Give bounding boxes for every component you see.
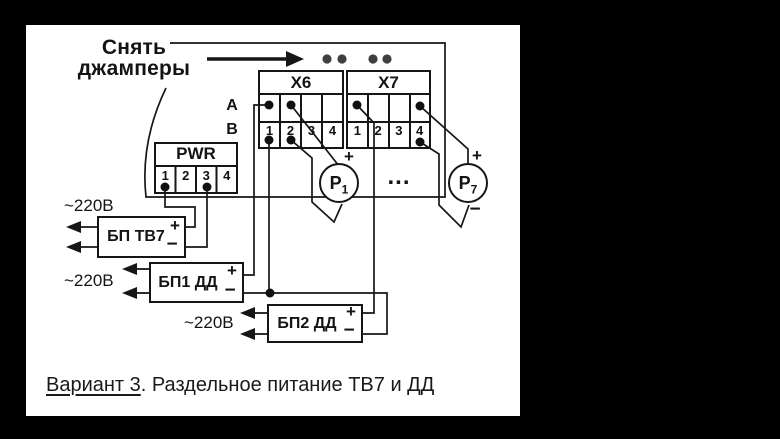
mains-arrows: [80, 226, 268, 335]
bp-tv7-minus: −: [166, 234, 178, 255]
sensor-p1-circle: [319, 163, 359, 203]
x6-terminal-numbers: 1 2 3 4: [259, 124, 343, 138]
block-x7-title: X7: [378, 73, 399, 92]
pwr-terminal-4: 4: [223, 168, 231, 183]
box-bp2-dd: [267, 304, 363, 343]
remove-jumpers-callout: Снять джамперы: [58, 37, 210, 79]
x7-terminal-3: 3: [395, 123, 403, 138]
wire-loop: [144, 42, 446, 198]
box-bp-tv7: [97, 216, 186, 258]
terminal-dots: [160, 100, 425, 298]
pwr-terminal-1: 1: [161, 168, 169, 183]
wire-x7b4-p7-minus: [419, 141, 470, 229]
panel-background: [26, 25, 520, 416]
wire-pwr1-bptv7-plus: [164, 187, 196, 228]
bp1-dd-label: БП1 ДД: [158, 274, 218, 291]
sensor-p7-letter: Р: [458, 173, 471, 193]
sensor-p1-letter: Р: [329, 173, 342, 193]
figure-caption: Вариант 3. Раздельное питание ТВ7 и ДД: [46, 373, 434, 397]
row-label-a: A: [226, 97, 238, 114]
wire-lines: [144, 42, 470, 335]
x6-terminal-4: 4: [328, 123, 337, 138]
block-pwr-title: PWR: [176, 144, 216, 163]
callout-line1: Снять: [101, 36, 167, 59]
bp-tv7-plus: +: [170, 216, 180, 235]
x7-terminal-4: 4: [416, 123, 424, 138]
bp1-dd-plus: +: [227, 261, 237, 280]
sensor-p1-label: Р1: [320, 173, 358, 200]
x6-terminal-2: 2: [286, 123, 295, 138]
remove-jumpers-arrow-icon: [207, 51, 304, 67]
row-label-b: B: [226, 121, 238, 138]
mains-arrowheads: [66, 221, 255, 340]
x6-terminal-3: 3: [307, 123, 316, 138]
p7-minus-sign: −: [469, 199, 481, 220]
p7-plus-sign: +: [472, 146, 482, 165]
wire-x6a2-p1-plus: [290, 104, 340, 167]
sensors-ellipsis: ...: [387, 163, 411, 190]
callout-line2: джамперы: [77, 57, 191, 80]
junction-dot: [265, 288, 275, 298]
x6-terminal-1: 1: [265, 123, 274, 138]
x7-terminal-numbers: 1 2 3 4: [347, 124, 430, 138]
bp1-dd-minus: −: [224, 280, 236, 301]
wire-x7a4-p7-plus: [419, 105, 469, 166]
voltage-label-dd1: ~220В: [64, 271, 114, 290]
sensor-p7-circle: [448, 163, 488, 203]
wire-x6b2-p1-minus: [290, 139, 343, 224]
wire-x6a1-bp1-plus: [243, 104, 269, 276]
bp2-dd-minus: −: [343, 320, 355, 341]
pwr-terminal-2: 2: [182, 168, 190, 183]
sensor-p7-index: 7: [470, 182, 478, 197]
wire-pwr3-bptv7-minus: [185, 187, 208, 248]
bp2-dd-label: БП2 ДД: [277, 315, 337, 332]
p1-plus-sign: +: [344, 147, 354, 166]
caption-variant: Вариант 3: [46, 374, 141, 396]
jumper-dots-icon: [322, 54, 392, 64]
caption-text: . Раздельное питание ТВ7 и ДД: [140, 374, 435, 396]
sensor-p7-label: Р7: [449, 173, 487, 200]
block-x6-title: X6: [290, 73, 312, 92]
wire-minus-bus: [243, 292, 388, 335]
sensor-p1-index: 1: [341, 182, 349, 197]
x7-terminal-1: 1: [353, 123, 361, 138]
x7-terminal-2: 2: [374, 123, 382, 138]
voltage-label-dd2: ~220В: [184, 313, 234, 332]
bp2-dd-plus: +: [346, 302, 356, 321]
bp-tv7-label: БП ТВ7: [107, 228, 165, 245]
sensor-circles: [319, 163, 488, 203]
wire-x7a1-bp2-plus: [356, 104, 375, 314]
terminal-blocks: [97, 70, 431, 343]
pwr-terminal-numbers: 1 2 3 4: [155, 169, 237, 183]
voltage-label-tv7: ~220В: [64, 196, 114, 215]
box-bp1-dd: [149, 262, 244, 303]
pwr-terminal-3: 3: [202, 168, 210, 183]
